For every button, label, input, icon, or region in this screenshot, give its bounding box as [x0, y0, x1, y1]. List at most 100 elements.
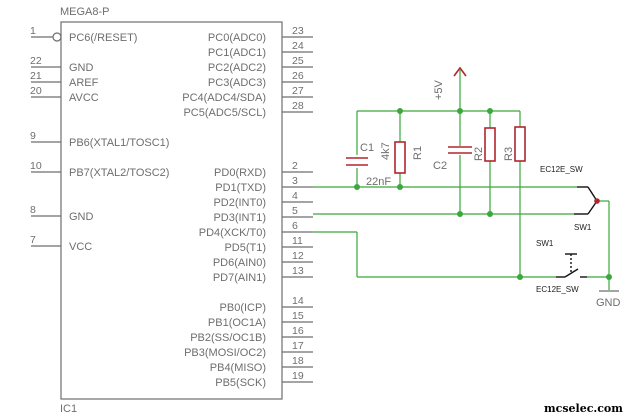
pin-name: PD5(T1)	[224, 242, 266, 254]
junction-dot	[397, 108, 403, 114]
pin-number: 8	[30, 204, 36, 216]
c2-name-label: C2	[433, 160, 447, 172]
pin-name: PD4(XCK/T0)	[199, 227, 266, 239]
junction-dot	[487, 108, 493, 114]
power-arrow-icon	[453, 66, 467, 77]
pin-number: 27	[292, 85, 304, 97]
pin-name: PD2(INT0)	[213, 197, 266, 209]
sw-bottom-lever	[564, 268, 579, 278]
sw-top-name-label: SW1	[574, 223, 592, 232]
pin-name: PD0(RXD)	[214, 167, 266, 179]
sw-top-part-label: EC12E_SW	[540, 165, 583, 174]
capacitor-c2: C2	[433, 146, 472, 172]
c1-name-label: C1	[360, 142, 374, 154]
wires	[313, 70, 610, 290]
pin-number: 11	[292, 235, 303, 247]
pin-number: 6	[292, 220, 298, 232]
pin-name: PB4(MISO)	[210, 362, 266, 374]
pin-number: 12	[292, 250, 304, 262]
pin-number: 21	[30, 70, 42, 82]
resistor-r3: R3	[503, 126, 526, 162]
pin-name: PC1(ADC1)	[208, 47, 266, 59]
pin-name: PC4(ADC4/SDA)	[182, 92, 266, 104]
ground-symbol: GND	[596, 290, 621, 309]
pin-name: PD6(AIN0)	[213, 257, 266, 269]
pin-name: AVCC	[69, 92, 99, 104]
pin-name: PB3(MOSI/OC2)	[184, 347, 266, 359]
ic-body	[60, 21, 283, 400]
pin-number: 18	[292, 355, 304, 367]
junction-dot	[457, 108, 463, 114]
pin-name: PC6(/RESET)	[69, 32, 137, 44]
pin-number: 7	[30, 234, 36, 246]
pin-number: 25	[292, 55, 304, 67]
ground-label: GND	[596, 297, 621, 309]
switch-push-bottom: SW1 EC12E_SW	[536, 239, 587, 294]
pin-number: 23	[292, 25, 304, 37]
ic-right-pins: 23PC0(ADC0)24PC1(ADC1)25PC2(ADC2)26PC3(A…	[182, 25, 313, 389]
r3-body	[514, 126, 526, 162]
sw-bottom-part-label: EC12E_SW	[536, 285, 579, 294]
sw-bottom-name-label: SW1	[536, 239, 554, 248]
r1-body	[394, 141, 406, 174]
pin-name: PB1(OC1A)	[208, 317, 266, 329]
pin-name: GND	[69, 62, 94, 74]
switch-encoder-top: EC12E_SW SW1	[540, 165, 600, 232]
pin-number: 28	[292, 100, 304, 112]
pin-name: AREF	[69, 77, 99, 89]
pin-name: PB7(XTAL2/TOSC2)	[69, 167, 169, 179]
pin-number: 10	[30, 160, 42, 172]
resistor-r1: 4k7 R1	[380, 141, 424, 174]
pin-number: 20	[30, 85, 42, 97]
pin-number: 2	[292, 160, 298, 172]
watermark-text: mcselec.com	[544, 402, 623, 415]
r1-value-label: 4k7	[380, 142, 392, 160]
pin-number: 24	[292, 40, 304, 52]
ic-left-pins: 1PC6(/RESET)22GND21AREF20AVCC9PB6(XTAL1/…	[30, 25, 169, 253]
pin-name: PC3(ADC3)	[208, 77, 266, 89]
pin-number: 9	[30, 130, 36, 142]
pin-number: 22	[30, 55, 42, 67]
ic-ref-label: IC1	[60, 403, 77, 415]
power-supply-5v: +5V	[433, 66, 467, 100]
ic-part-label: MEGA8-P	[60, 6, 110, 18]
pin-number: 4	[292, 190, 298, 202]
pin-number: 26	[292, 70, 304, 82]
pin-number: 5	[292, 205, 298, 217]
pin-number: 16	[292, 325, 304, 337]
capacitor-c1: C1 22nF	[346, 142, 391, 188]
pin-number: 14	[292, 295, 304, 307]
pin-name: PC2(ADC2)	[208, 62, 266, 74]
junctions	[354, 108, 612, 280]
junction-dot	[397, 184, 403, 190]
pin-name: PB5(SCK)	[215, 377, 266, 389]
pin-name: PD1(TXD)	[215, 182, 266, 194]
pin-name: PB6(XTAL1/TOSC1)	[69, 137, 169, 149]
power-label: +5V	[433, 79, 445, 100]
resistor-r2: R2	[473, 127, 496, 162]
pin-name: PD3(INT1)	[213, 212, 266, 224]
junction-dot	[354, 184, 360, 190]
pin-name: PB0(ICP)	[220, 302, 266, 314]
